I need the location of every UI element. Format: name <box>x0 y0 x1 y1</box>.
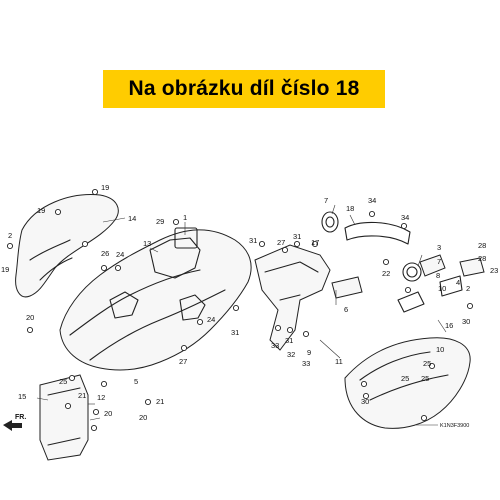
front-arrow-icon <box>3 420 22 431</box>
license-plate-bracket <box>39 374 89 461</box>
callout-7-b: 7 <box>437 257 441 266</box>
callout-2-left: 2 <box>8 231 12 240</box>
callout-19-b: 19 <box>37 206 45 215</box>
front-direction-indicator: FR. <box>3 414 26 431</box>
banner-title: Na obrázku díl číslo 18 <box>128 77 360 100</box>
callout-10-b: 10 <box>436 345 444 354</box>
callout-20-c: 20 <box>139 413 147 422</box>
callout-19-c: 19 <box>1 265 9 274</box>
callout-30-b: 30 <box>361 397 369 406</box>
part-number-banner: Na obrázku díl číslo 18 <box>103 70 385 108</box>
callout-18: 18 <box>346 204 354 213</box>
callout-12: 12 <box>97 393 105 402</box>
callout-10-a: 10 <box>438 284 446 293</box>
callout-23: 23 <box>490 266 498 275</box>
callout-25-d: 25 <box>59 377 67 386</box>
grab-handle <box>344 221 411 245</box>
callout-13: 13 <box>143 239 151 248</box>
callout-34-a: 34 <box>368 196 376 205</box>
callout-8: 8 <box>436 271 440 280</box>
callout-21-a: 21 <box>78 391 86 400</box>
callout-17: 17 <box>311 238 319 247</box>
callout-16: 16 <box>445 321 453 330</box>
rear-undertray <box>59 229 252 371</box>
diagram-code: K1N3F3900 <box>440 423 469 429</box>
callout-25-c: 25 <box>421 374 429 383</box>
callout-31-a: 31 <box>249 236 257 245</box>
callout-29: 29 <box>156 217 164 226</box>
tail-light-lens <box>331 276 363 299</box>
callout-4: 4 <box>456 278 460 287</box>
diagram-code-group: K1N3F3900 <box>416 423 469 429</box>
callout-31-b: 31 <box>293 232 301 241</box>
callout-5: 5 <box>134 377 138 386</box>
callout-32: 32 <box>287 350 295 359</box>
callout-numbers: 19 19 14 1 2 19 13 26 24 29 31 27 31 17 … <box>1 183 498 422</box>
callout-21-b: 21 <box>156 397 164 406</box>
callout-31-d: 31 <box>231 328 239 337</box>
callout-31-c: 31 <box>285 336 293 345</box>
callout-25-a: 25 <box>423 359 431 368</box>
callout-2-right: 2 <box>466 284 470 293</box>
callout-34-b: 34 <box>401 213 409 222</box>
callout-27-b: 27 <box>179 357 187 366</box>
callout-11: 11 <box>335 357 343 366</box>
tail-light-bracket <box>254 244 331 351</box>
callout-19-a: 19 <box>101 183 109 192</box>
callout-28-a: 28 <box>478 241 486 250</box>
callout-14: 14 <box>128 214 136 223</box>
callout-15: 15 <box>18 392 26 401</box>
callout-9: 9 <box>307 348 311 357</box>
callout-24-b: 24 <box>207 315 215 324</box>
rear-cowl <box>344 337 471 429</box>
callout-22: 22 <box>382 269 390 278</box>
callout-20-a: 20 <box>26 313 34 322</box>
callout-24-a: 24 <box>116 250 124 259</box>
callout-3: 3 <box>437 243 441 252</box>
callout-33-b: 33 <box>302 359 310 368</box>
callout-20-b: 20 <box>104 409 112 418</box>
callout-27-a: 27 <box>277 238 285 247</box>
callout-30-a: 30 <box>462 317 470 326</box>
direction-label: FR. <box>15 414 26 421</box>
callout-1: 1 <box>183 213 187 222</box>
callout-7-a: 7 <box>324 196 328 205</box>
callout-6: 6 <box>344 305 348 314</box>
callout-25-b: 25 <box>401 374 409 383</box>
callout-33-a: 33 <box>271 341 279 350</box>
callout-28-b: 28 <box>478 254 486 263</box>
callout-26: 26 <box>101 249 109 258</box>
